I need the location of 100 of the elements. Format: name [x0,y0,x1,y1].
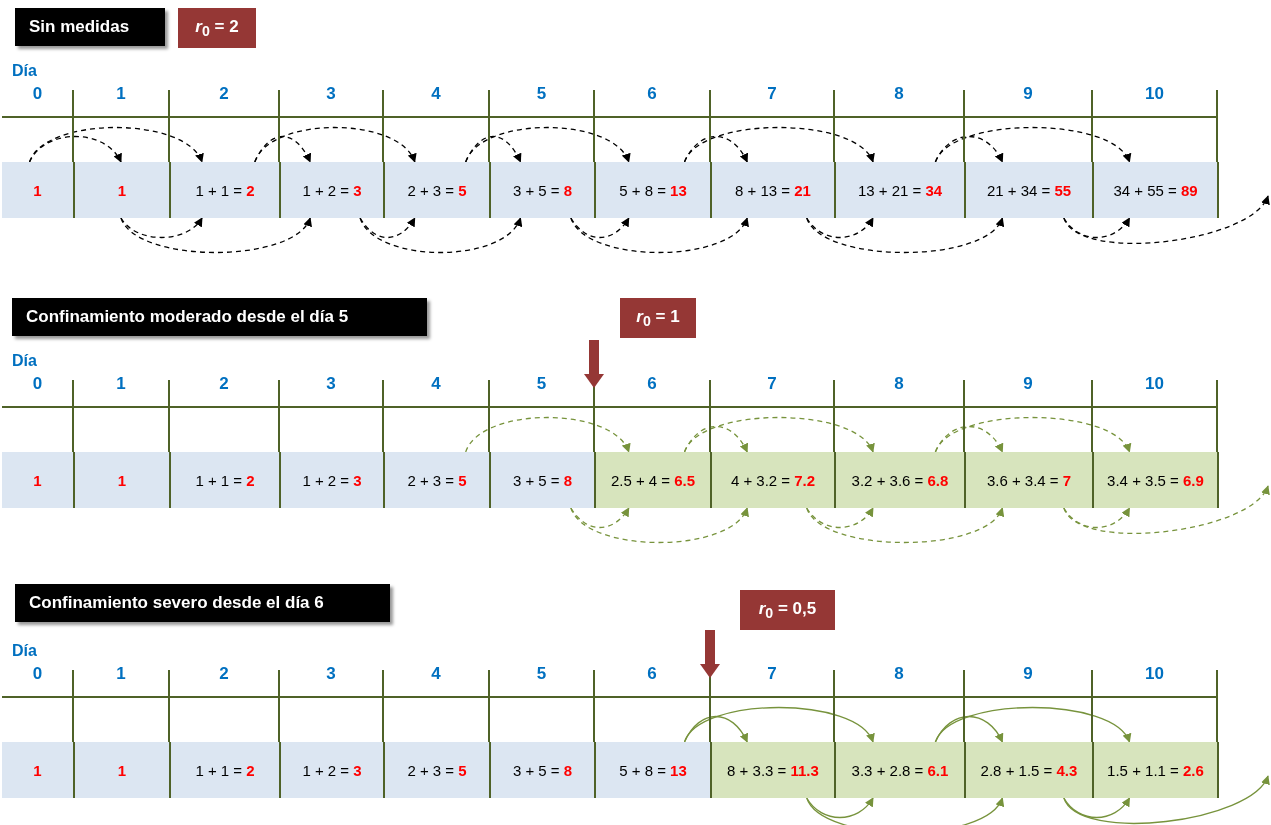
day-cell [279,742,383,798]
arrow [683,706,874,743]
arrow [934,706,1131,743]
day-number: 6 [647,664,657,684]
case-count: 1 [33,761,42,779]
arrow [806,217,874,239]
day-cell [2,452,73,508]
case-count: 1 + 1 = 2 [195,181,255,199]
day-number: 1 [116,374,126,394]
case-count: 2 + 3 = 5 [407,761,467,779]
day-cell [710,162,834,218]
arrow [254,135,311,163]
case-count: 3 + 5 = 8 [512,761,573,779]
day-cell [834,742,964,798]
day-number: 6 [647,84,657,104]
day-cell [964,162,1092,218]
day-number: 7 [767,374,777,394]
case-count: 1 [33,181,42,199]
case-count: 2 + 3 = 5 [407,181,467,199]
arrow [806,507,874,529]
case-count: 1 [117,761,127,779]
arrow [806,507,1004,544]
day-number: 3 [326,664,336,684]
day-number: 8 [894,664,904,684]
day-cell [383,452,489,508]
day-number: 4 [431,664,441,684]
day-cell [169,742,279,798]
case-count: 3.4 + 3.5 = 6.9 [1107,471,1204,489]
case-count: 3 + 5 = 8 [512,471,573,489]
arrow [465,126,630,163]
day-cell [1092,452,1219,508]
day-number: 10 [1145,664,1164,684]
day-number: 9 [1023,374,1033,394]
case-count: 1 + 1 = 2 [195,471,255,489]
case-count: 21 + 34 = 55 [986,181,1072,199]
arrow [570,507,748,544]
day-cell [834,452,964,508]
arrow [465,135,522,163]
day-cell [964,742,1092,798]
arrow [934,126,1131,163]
day-cell [834,162,964,218]
day-number: 2 [219,84,229,104]
day-cell [73,162,169,218]
case-count: 1 + 2 = 3 [302,181,362,199]
case-count: 1 [117,181,127,199]
case-count: 3.3 + 2.8 = 6.1 [851,761,949,779]
case-count: 1 [33,471,42,489]
arrow [254,126,416,163]
arrow [1063,507,1131,529]
arrow [683,416,874,453]
day-number: 4 [431,84,441,104]
day-number: 9 [1023,84,1033,104]
arrow [570,507,630,529]
day-number: 0 [32,374,43,394]
day-cell [489,452,594,508]
case-count: 13 + 21 = 34 [857,181,943,199]
case-count: 2.5 + 4 = 6.5 [610,471,696,489]
rate-tag: r$_{0}$ = 1 [620,298,696,338]
axis-label: Día [12,352,37,370]
case-count: 34 + 55 = 89 [1113,181,1198,199]
arrow [683,126,874,163]
case-count: 1 [117,471,127,489]
axis-label: Día [12,62,37,80]
day-number: 5 [536,664,547,684]
arrow [359,217,416,239]
axis-label: Día [12,642,37,660]
day-number: 3 [326,84,336,104]
arrow [806,797,874,819]
day-cell [279,452,383,508]
arrow [1063,195,1269,244]
day-number: 6 [647,374,657,394]
day-number: 1 [116,664,126,684]
arrow [806,217,1004,254]
day-number: 5 [536,374,547,394]
day-number: 7 [767,664,777,684]
day-number: 7 [767,84,777,104]
day-number: 8 [894,374,904,394]
arrow [570,217,748,254]
arrow [806,797,1004,825]
day-cell [169,162,279,218]
day-cell [2,162,73,218]
arrow [359,217,522,254]
case-count: 2.8 + 1.5 = 4.3 [980,761,1078,779]
day-number: 0 [32,84,43,104]
day-cell [489,742,594,798]
day-cell [73,452,169,508]
day-number: 10 [1145,374,1164,394]
rate-tag: r$_{0}$ = 0,5 [740,590,835,630]
case-count: 2 + 3 = 5 [407,471,467,489]
day-cell [710,742,834,798]
day-cell [1092,162,1219,218]
arrow [1063,217,1131,239]
day-number: 5 [536,84,547,104]
arrow [120,217,311,254]
arrow [28,126,203,163]
day-cell [594,452,710,508]
day-cell [383,742,489,798]
day-number: 1 [116,84,126,104]
case-count: 5 + 8 = 13 [619,761,687,779]
day-cell [594,162,710,218]
